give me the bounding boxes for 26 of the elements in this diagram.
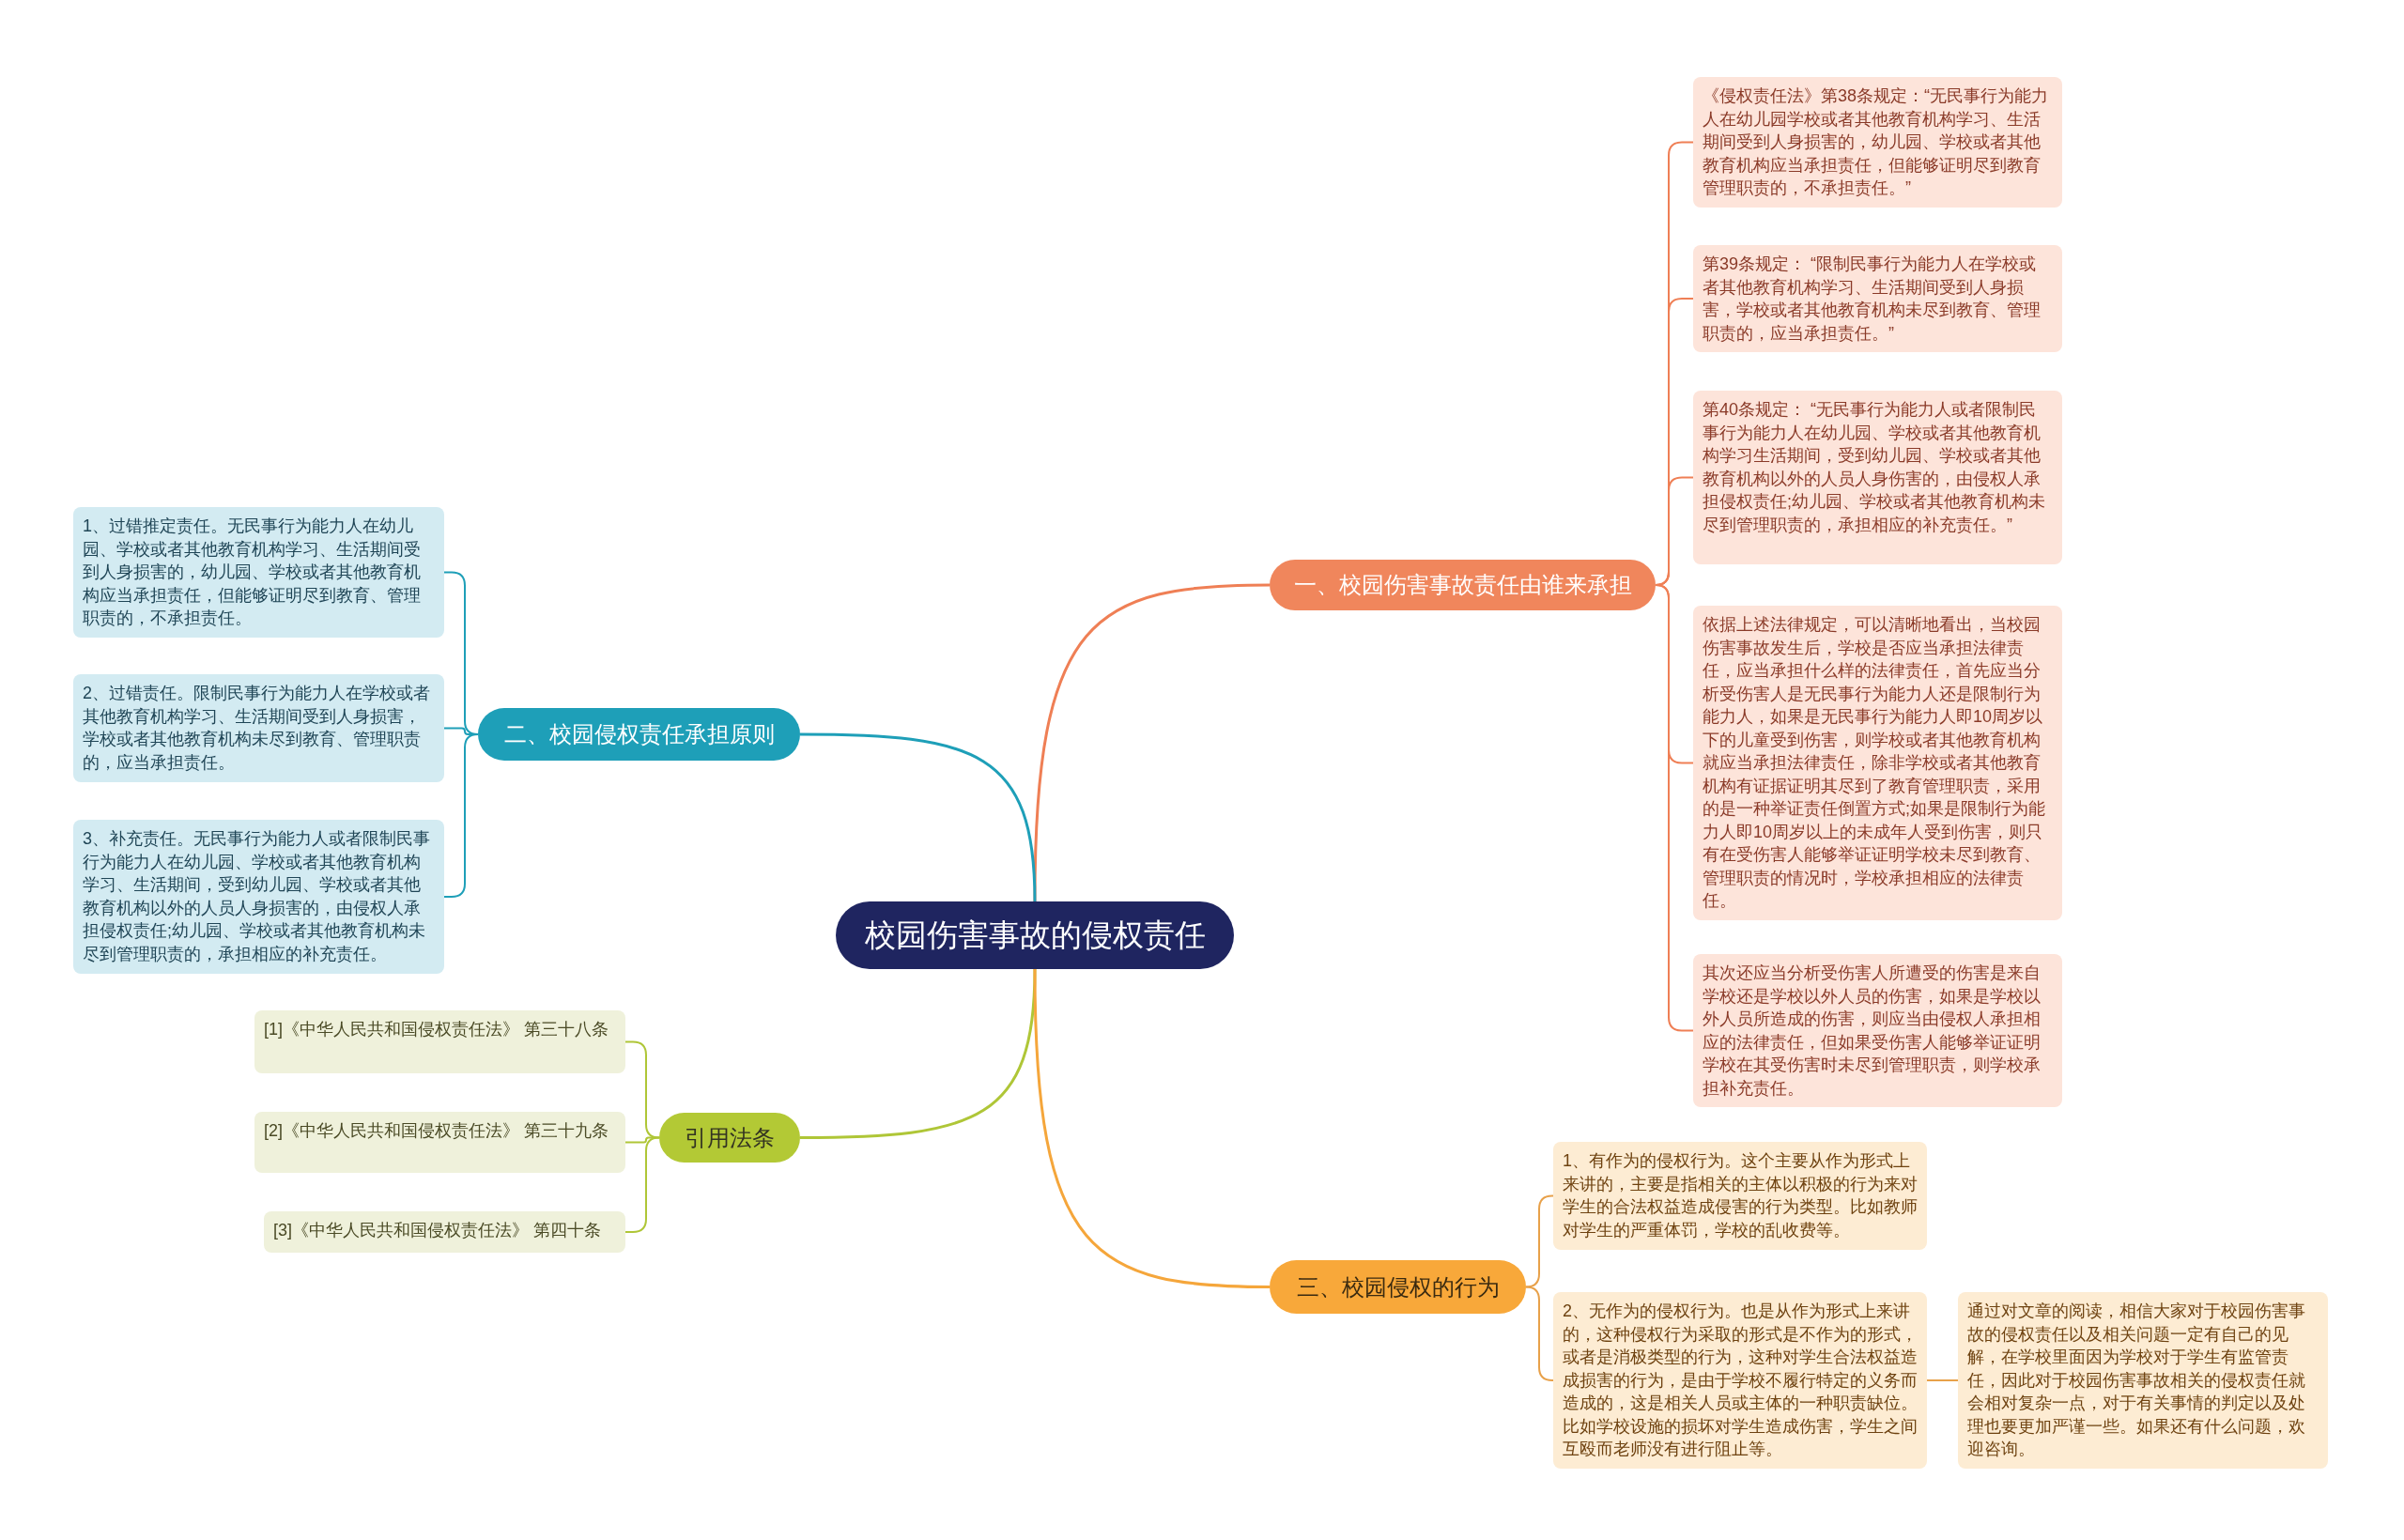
connector	[1033, 968, 1271, 1288]
text-card: 其次还应当分析受伤害人所遭受的伤害是来自学校还是学校以外人员的伤害，如果是学校以外人员所造成的伤害，则应当由侵权人承担相应的法律责任，但如果受伤害人能够举证证明学校在其受伤害时未尽到管理职责，则学校承担补充责任。	[1693, 954, 2062, 1107]
branch-topic: 二、校园侵权责任承担原则	[478, 708, 800, 761]
central-topic: 校园伤害事故的侵权责任	[836, 901, 1234, 969]
text-card: [1]《中华人民共和国侵权责任法》 第三十八条	[254, 1010, 625, 1073]
connector	[800, 732, 1037, 902]
text-card: 1、过错推定责任。无民事行为能力人在幼儿园、学校或者其他教育机构学习、生活期间受到人身损害的，幼儿园、学校或者其他教育机构应当承担责任，但能够证明尽到教育、管理职责的，不承担责任。	[73, 507, 444, 638]
text-card: [2]《中华人民共和国侵权责任法》 第三十九条	[254, 1112, 625, 1173]
text-card: [3]《中华人民共和国侵权责任法》 第四十条	[264, 1211, 625, 1253]
text-card: 3、补充责任。无民事行为能力人或者限制民事行为能力人在幼儿园、学校或者其他教育机构学习、生活期间，受到幼儿园、学校或者其他教育机构以外的人员人身损害的，由侵权人承担侵权责任;幼儿园、学校或者其他教育机构未尽到管理职责的，承担相应的补充责任。	[73, 820, 444, 974]
text-card: 第40条规定： “无民事行为能力人或者限制民事行为能力人在幼儿园、学校或者其他教育机构学习生活期间，受到幼儿园、学校或者其他教育机构以外的人员人身伤害的，由侵权人承担侵权责任;幼儿园、学校或者其他教育机构未尽到管理职责的，承担相应的补充责任。”	[1693, 391, 2062, 564]
text-card: 第39条规定： “限制民事行为能力人在学校或者其他教育机构学习、生活期间受到人身损害，学校或者其他教育机构未尽到教育、管理职责的，应当承担责任。”	[1693, 245, 2062, 352]
connector	[1525, 1194, 1554, 1288]
text-card: 2、无作为的侵权行为。也是从作为形式上来讲的，这种侵权行为采取的形式是不作为的形式，或者是消极类型的行为，这种对学生合法权益造成损害的行为，是由于学校不履行特定的义务而造成的，这是相关人员或主体的一种职责缺位。比如学校设施的损坏对学生造成伤害，学生之间互殴而老师没有进行阻止等。	[1553, 1292, 1927, 1469]
branch-topic: 引用法条	[659, 1113, 800, 1163]
branch-topic: 一、校园伤害事故责任由谁来承担	[1270, 560, 1656, 610]
connector	[1926, 1379, 1959, 1381]
text-card: 2、过错责任。限制民事行为能力人在学校或者其他教育机构学习、生活期间受到人身损害，学校或者其他教育机构未尽到教育、管理职责的，应当承担责任。	[73, 674, 444, 782]
connector	[1525, 1286, 1554, 1381]
connector	[800, 968, 1037, 1139]
connector	[1033, 583, 1271, 902]
text-card: 《侵权责任法》第38条规定：“无民事行为能力人在幼儿园学校或者其他教育机构学习、生活期间受到人身损害的，幼儿园、学校或者其他教育机构应当承担责任，但能够证明尽到教育管理职责的，不承担责任。”	[1693, 77, 2062, 208]
branch-topic: 三、校园侵权的行为	[1270, 1260, 1526, 1314]
text-card: 依据上述法律规定，可以清晰地看出，当校园伤害事故发生后，学校是否应当承担法律责任，应当承担什么样的法律责任，首先应当分析受伤害人是无民事行为能力人还是限制行为能力人，如果是无民事行为能力人即10周岁以下的儿童受到伤害，则学校或者其他教育机构就应当承担法律责任，除非学校或者其他教育机构有证据证明其尽到了教育管理职责，采用的是一种举证责任倒置方式;如果是限制行为能力人即10周岁以上的未成年人受到伤害，则只有在受伤害人能够举证证明学校未尽到教育、管理职责的情况时，学校承担相应的法律责任。	[1693, 606, 2062, 920]
text-card: 通过对文章的阅读，相信大家对于校园伤害事故的侵权责任以及相关问题一定有自己的见解，在学校里面因为学校对于学生有监管责任，因此对于校园伤害事故相关的侵权责任就会相对复杂一点，对于有关事情的判定以及处理也要更加严谨一些。如果还有什么问题，欢迎咨询。	[1958, 1292, 2328, 1469]
text-card: 1、有作为的侵权行为。这个主要从作为形式上来讲的，主要是指相关的主体以积极的行为来对学生的合法权益造成侵害的行为类型。比如教师对学生的严重体罚，学校的乱收费等。	[1553, 1142, 1927, 1250]
